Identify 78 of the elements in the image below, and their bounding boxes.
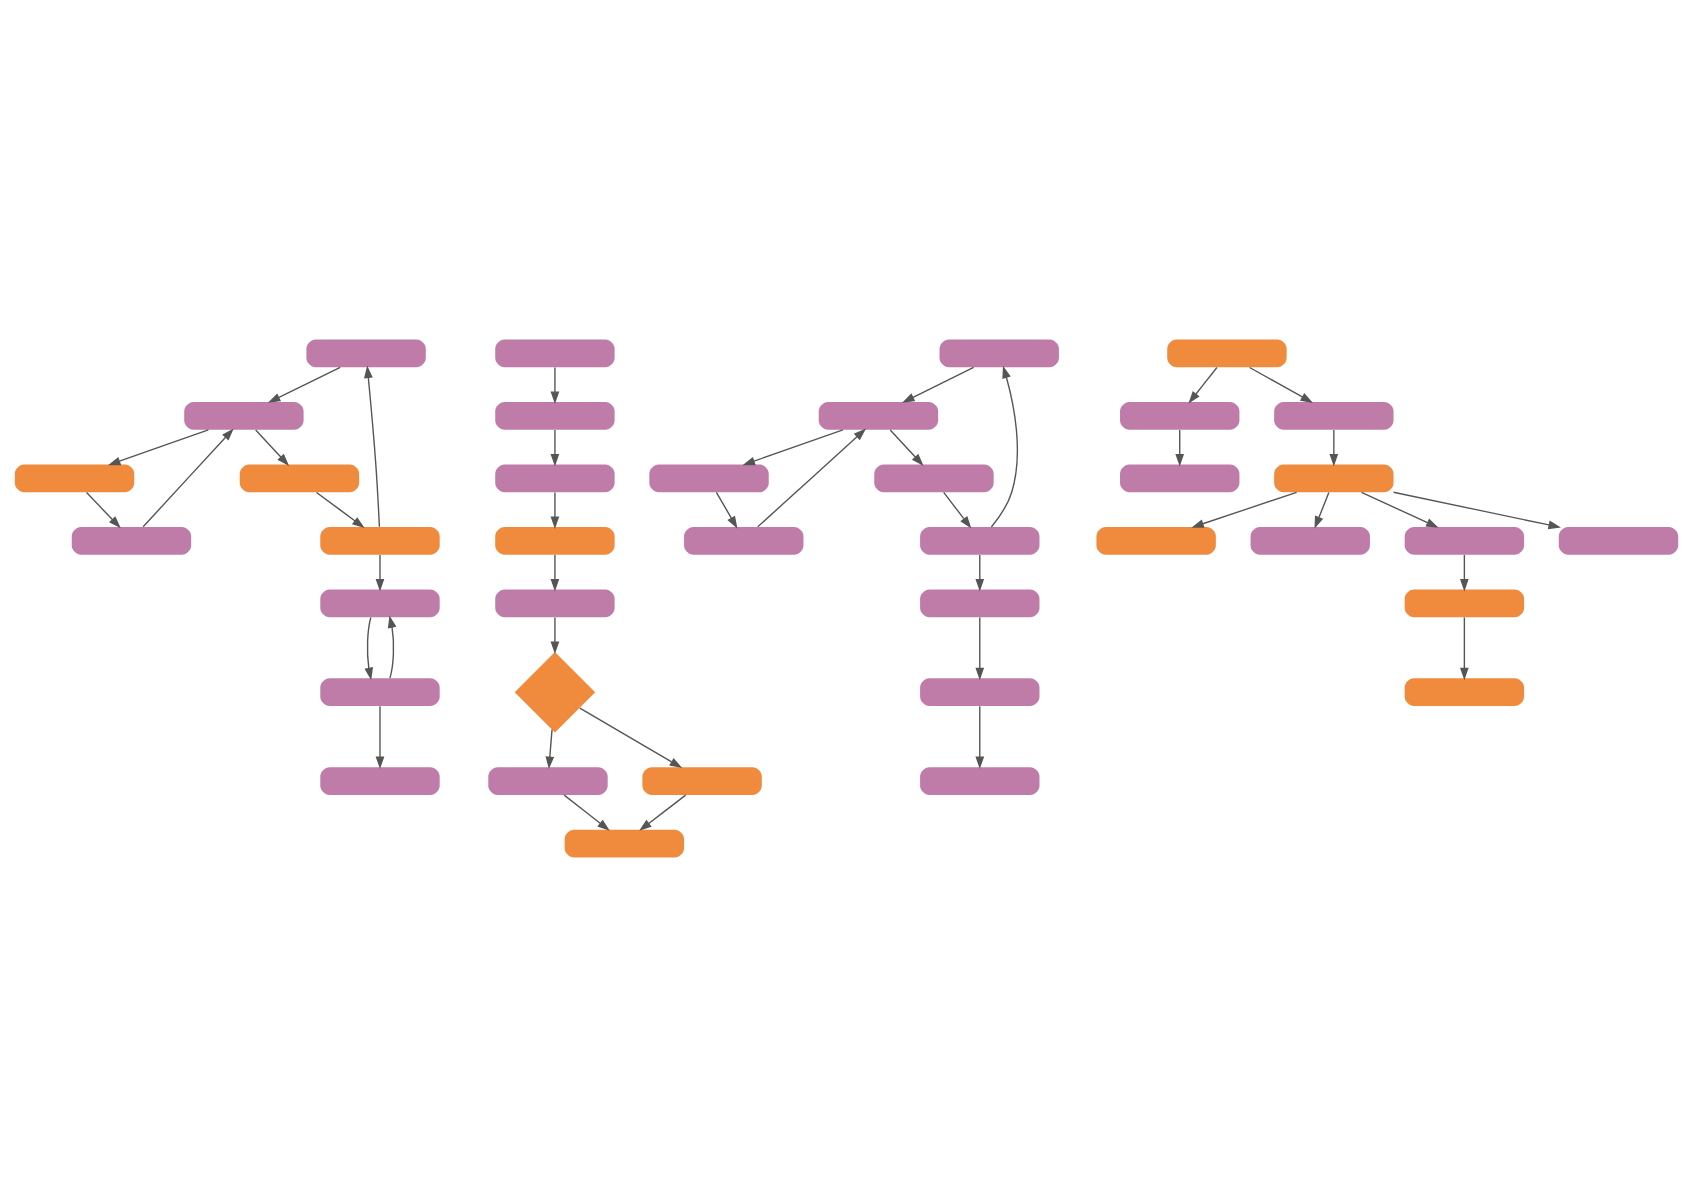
arrow [85, 491, 121, 528]
node-box [1119, 401, 1239, 430]
arrow [363, 616, 373, 680]
node-box [919, 589, 1039, 617]
arrow [638, 793, 686, 831]
node-box [319, 677, 440, 706]
arrow [550, 491, 559, 529]
node-box [1273, 464, 1394, 492]
node-box [648, 464, 769, 492]
node-box [319, 526, 440, 555]
node-box [494, 464, 615, 492]
arrow [550, 366, 559, 404]
node-box [939, 339, 1059, 367]
arrow [544, 728, 554, 769]
node-box [1404, 526, 1524, 555]
arrow [550, 616, 559, 654]
arrow [1392, 491, 1561, 529]
node-box [494, 339, 615, 367]
arrow [715, 491, 737, 529]
node-diamond [514, 651, 595, 732]
node-box [319, 766, 440, 795]
node-box [14, 464, 134, 492]
node-box [641, 766, 762, 795]
node-box [564, 829, 684, 857]
arrow [974, 553, 984, 591]
node-box [1558, 526, 1678, 555]
node-box [1095, 526, 1216, 555]
node-box [71, 526, 191, 555]
node-box [919, 526, 1039, 555]
arrow [1313, 491, 1330, 529]
node-box [818, 401, 938, 430]
arrow [1187, 366, 1218, 404]
node-box [494, 401, 615, 430]
arrow [375, 553, 384, 591]
arrow [990, 365, 1018, 528]
arrow [1328, 428, 1338, 466]
arrow [375, 705, 384, 769]
node-box [873, 464, 994, 492]
arrow [315, 491, 365, 528]
node-box [487, 766, 608, 795]
node-box [239, 464, 359, 492]
arrow [141, 427, 234, 527]
arrow [578, 707, 682, 768]
node-box [305, 339, 426, 367]
node-box [1404, 589, 1524, 617]
arrow [363, 365, 380, 527]
arrow [107, 428, 209, 465]
arrow [1459, 553, 1469, 591]
node-box [494, 589, 615, 617]
arrow [1459, 616, 1469, 680]
node-box [1250, 526, 1370, 555]
arrow [1174, 428, 1184, 466]
arrow [387, 614, 396, 679]
arrow [756, 428, 866, 527]
node-box [1119, 464, 1239, 492]
node-box [1404, 677, 1524, 706]
arrow [1360, 491, 1439, 528]
node-box [683, 526, 803, 555]
arrow [562, 793, 610, 831]
arrow [267, 366, 341, 403]
arrow [974, 705, 984, 769]
node-box [1273, 401, 1394, 430]
arrow [742, 428, 844, 465]
arrow [974, 616, 984, 680]
arrow [901, 366, 974, 403]
arrow [1248, 366, 1313, 403]
arrow [942, 491, 971, 528]
arrow [254, 428, 289, 466]
arrow [550, 553, 559, 591]
node-box [494, 526, 615, 555]
node-box [1166, 339, 1287, 367]
node-box [919, 766, 1039, 795]
node-box [319, 589, 440, 617]
arrow [550, 428, 559, 466]
arrow [889, 428, 924, 466]
node-box [183, 401, 304, 430]
arrow [1190, 491, 1297, 528]
node-box [919, 677, 1039, 706]
